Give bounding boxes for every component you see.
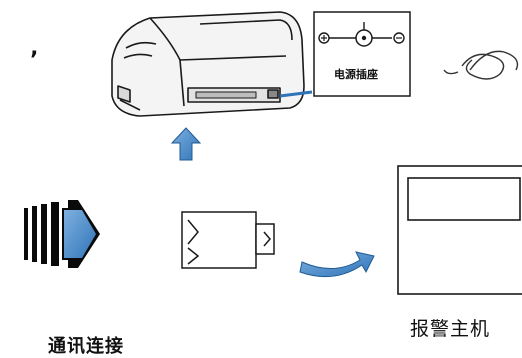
comma-mark: ʼ: [30, 48, 39, 73]
power-cable: [279, 90, 313, 98]
power-socket: [313, 11, 411, 97]
cable-coil: [443, 50, 519, 80]
curved-arrow: [299, 251, 375, 278]
alarm-host: [397, 165, 522, 295]
connector-device: [181, 211, 275, 269]
striped-right-arrow: [24, 200, 100, 268]
power-socket-label: 电源插座: [334, 68, 378, 81]
up-arrow: [170, 127, 202, 161]
alarm-host-label: 报警主机: [410, 318, 491, 340]
printer-illustration: [111, 11, 305, 117]
connection-diagram: [24, 11, 522, 295]
communication-label: 通讯连接: [48, 336, 124, 357]
